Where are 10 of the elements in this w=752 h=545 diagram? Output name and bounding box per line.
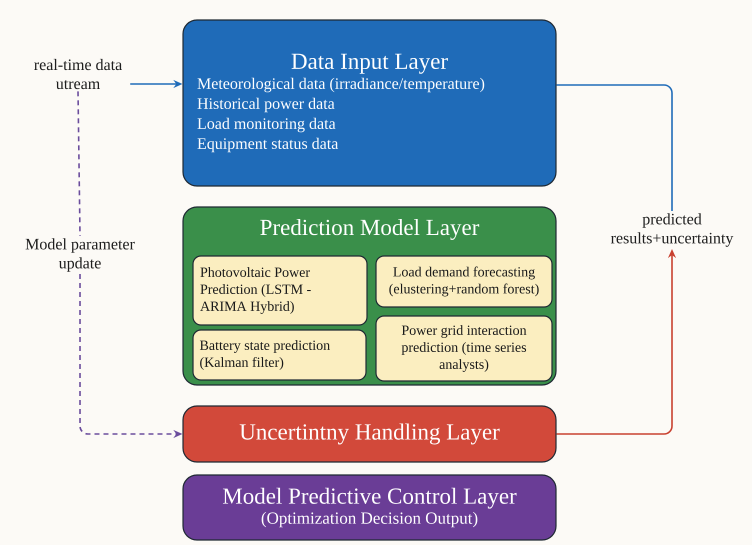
model-box: Battery state prediction (Kalman filter) bbox=[192, 329, 367, 381]
model-box: Power grid interaction prediction (time series analysts) bbox=[375, 315, 553, 382]
model-box: Photovoltaic Power Prediction (LSTM - ARIMA Hybrid) bbox=[192, 255, 368, 326]
model-box: Load demand forecasting (elustering+random forest) bbox=[375, 255, 553, 308]
label-text: real-time data utream bbox=[34, 58, 122, 90]
label-text: predicted results+uncertainty bbox=[610, 213, 734, 247]
layer-box: Model Predictive Control Layer (Optimization Decision Output) bbox=[182, 474, 557, 541]
layer-box: Uncertintny Handling Layer bbox=[182, 405, 557, 463]
layer-box: Data Input Layer Meteorological data (irradiance/temperature) Historical power data Load monitoring data Equipment status data bbox=[182, 19, 557, 187]
label-text: Model parameter update bbox=[26, 238, 135, 272]
